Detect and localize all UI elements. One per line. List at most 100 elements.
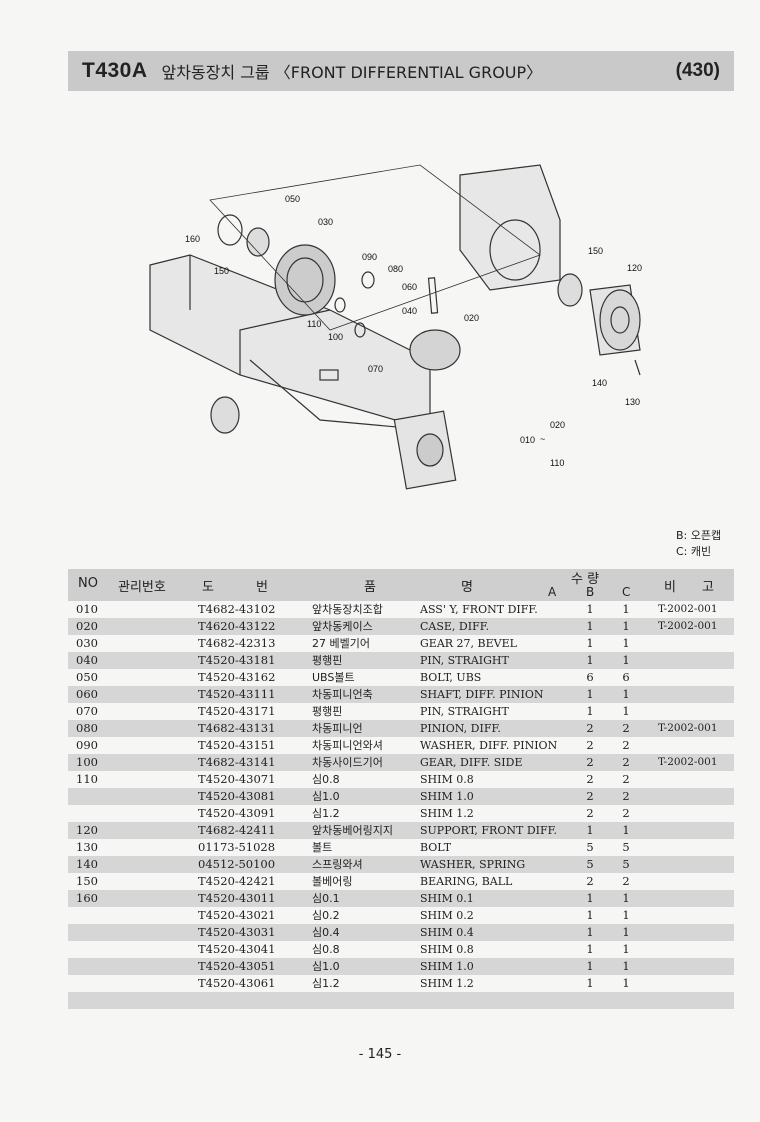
cell-no: 110 <box>76 772 98 786</box>
callout-label: 090 <box>362 252 377 262</box>
exploded-parts-diagram: 050 030 160 150 090 080 060 110 100 040 … <box>149 164 642 490</box>
callout-label: 010 <box>520 435 535 445</box>
col-qty: 수 량 <box>571 572 600 587</box>
col-mgmt: 관리번호 <box>118 580 166 595</box>
cell-qty-c: 2 <box>622 789 630 803</box>
cell-name-en: ASS' Y, FRONT DIFF. <box>420 603 538 616</box>
cell-qty-c: 5 <box>622 857 630 871</box>
cell-qty-c: 6 <box>622 670 630 684</box>
col-no: NO <box>78 576 98 591</box>
cell-name-en: SHIM 1.0 <box>420 960 474 973</box>
cell-qty-b: 1 <box>586 942 594 956</box>
cell-no: 010 <box>76 602 98 616</box>
cell-part-number: T4520-43041 <box>198 942 276 956</box>
cell-part-number: T4682-43102 <box>198 602 276 616</box>
cell-name-kr: 볼베어링 <box>312 875 353 888</box>
cell-part-number: T4520-43051 <box>198 959 276 973</box>
cell-qty-c: 1 <box>622 976 630 990</box>
cell-qty-c: 2 <box>622 721 630 735</box>
callout-label: 040 <box>402 306 417 316</box>
cell-qty-b: 1 <box>586 636 594 650</box>
table-row <box>68 992 734 1009</box>
cell-name-kr: 27 베벨기어 <box>312 637 370 650</box>
cell-name-en: BOLT, UBS <box>420 671 482 684</box>
callout-label: 140 <box>592 378 607 388</box>
callout-label: 020 <box>464 313 479 323</box>
cell-qty-c: 2 <box>622 772 630 786</box>
cell-name-en: SHIM 0.1 <box>420 892 474 905</box>
cell-qty-b: 1 <box>586 619 594 633</box>
col-part-1: 도 <box>202 580 214 595</box>
cell-qty-b: 1 <box>586 976 594 990</box>
cell-qty-b: 1 <box>586 653 594 667</box>
cell-qty-b: 2 <box>586 806 594 820</box>
cell-qty-c: 5 <box>622 840 630 854</box>
table-row: T4520-43051 심1.0 SHIM 1.0 1 1 <box>68 958 734 975</box>
cell-qty-c: 1 <box>622 653 630 667</box>
cell-qty-b: 5 <box>586 857 594 871</box>
cell-qty-b: 1 <box>586 908 594 922</box>
cell-qty-c: 2 <box>622 806 630 820</box>
page-header: T430A 앞차동장치 그룹 〈FRONT DIFFERENTIAL GROUP… <box>68 51 734 91</box>
cell-qty-b: 2 <box>586 738 594 752</box>
cell-qty-b: 1 <box>586 891 594 905</box>
cell-qty-b: 1 <box>586 925 594 939</box>
cell-name-en: SHIM 0.8 <box>420 773 474 786</box>
cell-qty-b: 1 <box>586 959 594 973</box>
cell-qty-b: 2 <box>586 772 594 786</box>
cell-name-kr: 볼트 <box>312 841 333 854</box>
cab-notes: B: 오픈캡 C: 캐빈 <box>676 528 721 560</box>
cell-qty-c: 1 <box>622 619 630 633</box>
cell-name-kr: 심1.0 <box>312 960 340 973</box>
cell-no: 120 <box>76 823 98 837</box>
note-cabin: C: 캐빈 <box>676 545 712 558</box>
cell-no: 040 <box>76 653 98 667</box>
cell-part-number: 04512-50100 <box>198 857 276 871</box>
cell-qty-c: 1 <box>622 959 630 973</box>
cell-name-en: SHIM 0.8 <box>420 943 474 956</box>
callout-label: 030 <box>318 217 333 227</box>
col-b: B <box>586 585 595 599</box>
cell-no: 060 <box>76 687 98 701</box>
cell-name-kr: 심1.2 <box>312 977 340 990</box>
cell-name-en: SHIM 0.4 <box>420 926 474 939</box>
cell-qty-c: 2 <box>622 874 630 888</box>
group-code: T430A <box>82 59 148 82</box>
cell-name-kr: 심0.4 <box>312 926 340 939</box>
cell-part-number: T4682-43131 <box>198 721 276 735</box>
cell-qty-b: 1 <box>586 602 594 616</box>
cell-no: 100 <box>76 755 98 769</box>
cell-qty-b: 2 <box>586 721 594 735</box>
cell-name-en: PIN, STRAIGHT <box>420 654 509 667</box>
cell-qty-c: 1 <box>622 925 630 939</box>
cell-part-number: T4682-43141 <box>198 755 276 769</box>
cell-part-number: 01173-51028 <box>198 840 276 854</box>
cell-qty-b: 2 <box>586 755 594 769</box>
cell-part-number: T4520-43111 <box>198 687 276 701</box>
cell-name-en: PIN, STRAIGHT <box>420 705 509 718</box>
cell-part-number: T4520-43171 <box>198 704 276 718</box>
cell-name-kr: 차동사이드기어 <box>312 756 383 769</box>
cell-name-kr: 심0.1 <box>312 892 340 905</box>
col-name-1: 품 <box>364 580 376 595</box>
col-part-2: 번 <box>256 580 268 595</box>
col-name-2: 명 <box>461 580 473 595</box>
cell-qty-c: 1 <box>622 891 630 905</box>
cell-name-en: CASE, DIFF. <box>420 620 490 633</box>
col-c: C <box>622 585 631 599</box>
cell-part-number: T4520-43181 <box>198 653 276 667</box>
cell-name-en: PINION, DIFF. <box>420 722 501 735</box>
